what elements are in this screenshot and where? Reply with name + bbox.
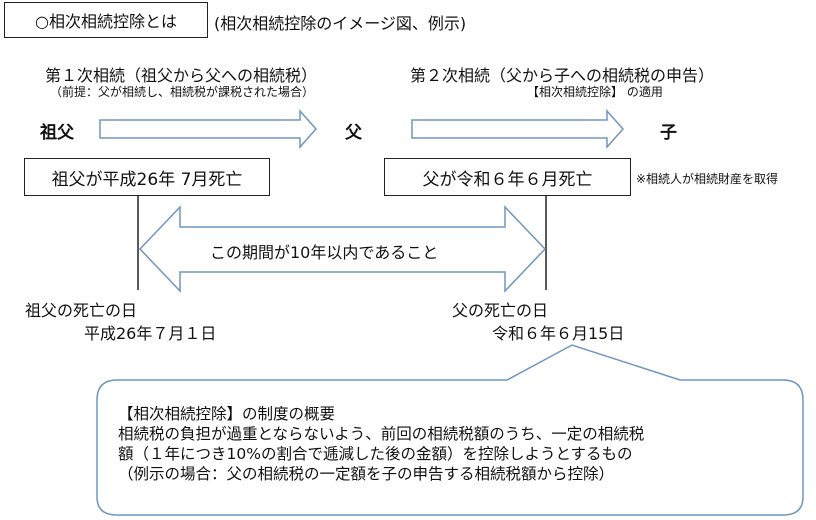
phase-second-title: 第２次相続（父から子への相続税の申告） <box>410 66 715 85</box>
page-title-box: ○相次相続控除とは <box>4 2 208 38</box>
flow-arrow-first <box>99 109 318 149</box>
phase-first-title: 第１次相続（祖父から父への相続税） <box>45 66 318 85</box>
grandfather-death-event: 祖父が平成26年 7月死亡 <box>51 169 243 190</box>
grandfather-death-date: 平成26年７月１日 <box>84 324 217 343</box>
person-child: 子 <box>660 123 677 143</box>
person-grandfather: 祖父 <box>40 123 74 143</box>
callout-line: 額（１年につき10%の割合で逓減した後の金額）を控除しようとするもの <box>118 445 633 463</box>
father-death-date: 令和６年６月15日 <box>492 324 625 343</box>
phase-first-note: （前提：父が相続し、相続税が課税された場合） <box>50 85 315 99</box>
inheritance-note: ※相続人が相続財産を取得 <box>636 172 779 186</box>
callout-balloon <box>96 344 804 516</box>
callout-heading: 【相次相続控除】の制度の概要 <box>118 405 336 423</box>
grandfather-death-box: 祖父が平成26年 7月死亡 <box>24 158 270 196</box>
period-double-arrow <box>138 205 547 293</box>
father-death-box: 父が令和６年６月死亡 <box>384 158 631 196</box>
period-condition: この期間が10年以内であること <box>210 243 439 262</box>
phase-second-note: 【相次相続控除】 の適用 <box>527 85 663 99</box>
callout-line: （例示の場合：父の相続税の一定額を子の申告する相続税額から控除） <box>118 465 615 483</box>
father-death-event: 父が令和６年６月死亡 <box>422 169 593 190</box>
callout-line: 相続税の負担が過重とならないよう、前回の相続税額のうち、一定の相続税 <box>118 425 645 443</box>
person-father: 父 <box>345 123 362 143</box>
father-death-date-label: 父の死亡の日 <box>452 301 549 320</box>
grandfather-death-date-label: 祖父の死亡の日 <box>25 301 138 320</box>
callout-content: 【相次相続控除】の制度の概要 相続税の負担が過重とならないよう、前回の相続税額の… <box>118 404 644 484</box>
page-title: ○相次相続控除とは <box>35 12 177 31</box>
flow-arrow-second <box>411 109 625 149</box>
page-subtitle: (相次相続控除のイメージ図、例示) <box>214 14 467 33</box>
